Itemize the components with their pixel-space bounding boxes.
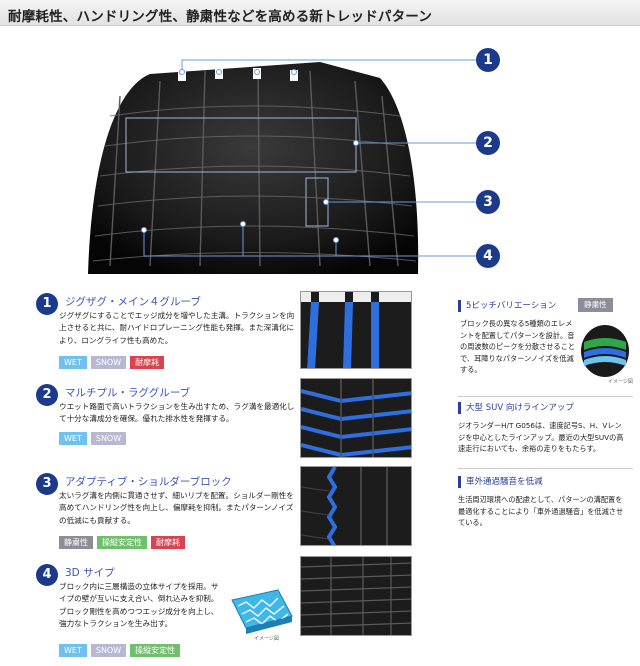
feature-title: ジグザグ・メイン４グルーブ xyxy=(65,296,201,308)
tread-hero-illustration: 1 2 3 4 xyxy=(0,26,640,284)
feature-tags: 静粛性 操縦安定性 耐摩耗 xyxy=(59,536,185,549)
feature-number-badge: 4 xyxy=(36,564,58,586)
tag-quietness: 静粛性 xyxy=(578,298,613,312)
tag-wear-resistance: 耐摩耗 xyxy=(130,356,165,369)
tag-snow: SNOW xyxy=(90,356,127,369)
feature-description: ブロック内に三層構造の立体サイプを採用。サイプの壁が互いに支え合い、倒れ込みを抑… xyxy=(59,582,219,629)
feature-tags: WET SNOW 耐摩耗 xyxy=(59,356,165,369)
feature-tags: WET SNOW xyxy=(59,432,127,445)
right-block-title: 車外通過騒音を低減 xyxy=(458,476,636,488)
feature-description: ウエット路面で高いトラクションを生み出すため、ラグ溝を最適化して十分な溝成分を確… xyxy=(59,402,295,424)
feature-number-badge: 1 xyxy=(36,293,58,315)
right-pass-by-noise: 車外通過騒音を低減 生活周辺環境への配慮として、パターンの溝配置を最適化すること… xyxy=(458,476,636,536)
thumb-lug-groove xyxy=(300,378,412,458)
pitch-variation-diagram xyxy=(581,325,629,377)
thumb-main-groove xyxy=(300,291,412,369)
thumb-3d-sipe xyxy=(300,556,412,636)
tire-tread-image xyxy=(88,59,476,274)
feature-title: アダプティブ・ショルダーブロック xyxy=(65,476,232,488)
callout-2-badge: 2 xyxy=(476,131,500,155)
callout-4-badge: 4 xyxy=(476,244,500,268)
tag-wet: WET xyxy=(59,644,87,657)
page-title: 耐摩耗性、ハンドリング性、静粛性などを高める新トレッドパターン xyxy=(8,9,433,25)
tag-snow: SNOW xyxy=(90,644,127,657)
feature-zigzag-groove: 1 ジグザグ・メイン４グルーブ ジグザグにすることでエッジ成分を増やした主溝。ト… xyxy=(36,293,298,375)
right-suv-lineup: 大型 SUV 向けラインアップ ジオランダーH/T G056は、速度記号S、H、… xyxy=(458,402,636,462)
3d-sipe-diagram xyxy=(231,589,293,634)
right-block-description: ジオランダーH/T G056は、速度記号S、H、Vレンジを中心としたラインアップ… xyxy=(458,421,624,453)
thumb-shoulder-block xyxy=(300,466,412,546)
feature-title: マルチプル・ラググルーブ xyxy=(65,387,191,399)
divider xyxy=(458,468,633,469)
image-caption: イメージ図 xyxy=(254,636,279,642)
tag-handling-stability: 操縦安定性 xyxy=(130,644,181,657)
right-block-title: 大型 SUV 向けラインアップ xyxy=(458,402,636,414)
feature-description: ジグザグにすることでエッジ成分を増やした主溝。トラクションを向上させると共に、耐… xyxy=(59,311,295,345)
tag-wear-resistance: 耐摩耗 xyxy=(151,536,185,549)
callout-1-badge: 1 xyxy=(476,48,500,72)
callout-3-badge: 3 xyxy=(476,190,500,214)
right-block-description: 生活周辺環境への配慮として、パターンの溝配置を最適化することにより「車外通過騒音… xyxy=(458,495,624,527)
feature-tags: WET SNOW 操縦安定性 xyxy=(59,644,181,657)
image-caption: イメージ図 xyxy=(608,379,633,385)
feature-title: 3D サイプ xyxy=(65,567,115,579)
feature-3d-sipe: 4 3D サイプ ブロック内に三層構造の立体サイプを採用。サイプの壁が互いに支え… xyxy=(36,564,298,660)
right-block-title: 5ピッチバリエーション xyxy=(458,300,636,312)
feature-adaptive-shoulder-block: 3 アダプティブ・ショルダーブロック 太いラグ溝を内側に貫通させず、細いリブを配… xyxy=(36,473,298,555)
tag-quietness: 静粛性 xyxy=(59,536,93,549)
feature-description: 太いラグ溝を内側に貫通させず、細いリブを配置。ショルダー剛性を高めてハンドリング… xyxy=(59,491,294,525)
page-header: 耐摩耗性、ハンドリング性、静粛性などを高める新トレッドパターン xyxy=(0,0,640,26)
feature-multiple-lug-groove: 2 マルチプル・ラググルーブ ウエット路面で高いトラクションを生み出すため、ラグ… xyxy=(36,384,298,448)
tag-snow: SNOW xyxy=(90,432,127,445)
feature-number-badge: 2 xyxy=(36,384,58,406)
right-block-description: ブロック長の異なる5種類のエレメントを配置してパターンを設計。音の周波数のピーク… xyxy=(460,319,576,374)
divider xyxy=(458,396,633,397)
tag-wet: WET xyxy=(59,432,87,445)
tag-handling-stability: 操縦安定性 xyxy=(97,536,147,549)
tag-wet: WET xyxy=(59,356,87,369)
right-pitch-variation: 5ピッチバリエーション 静粛性 ブロック長の異なる5種類のエレメントを配置してパ… xyxy=(458,298,636,390)
feature-number-badge: 3 xyxy=(36,473,58,495)
